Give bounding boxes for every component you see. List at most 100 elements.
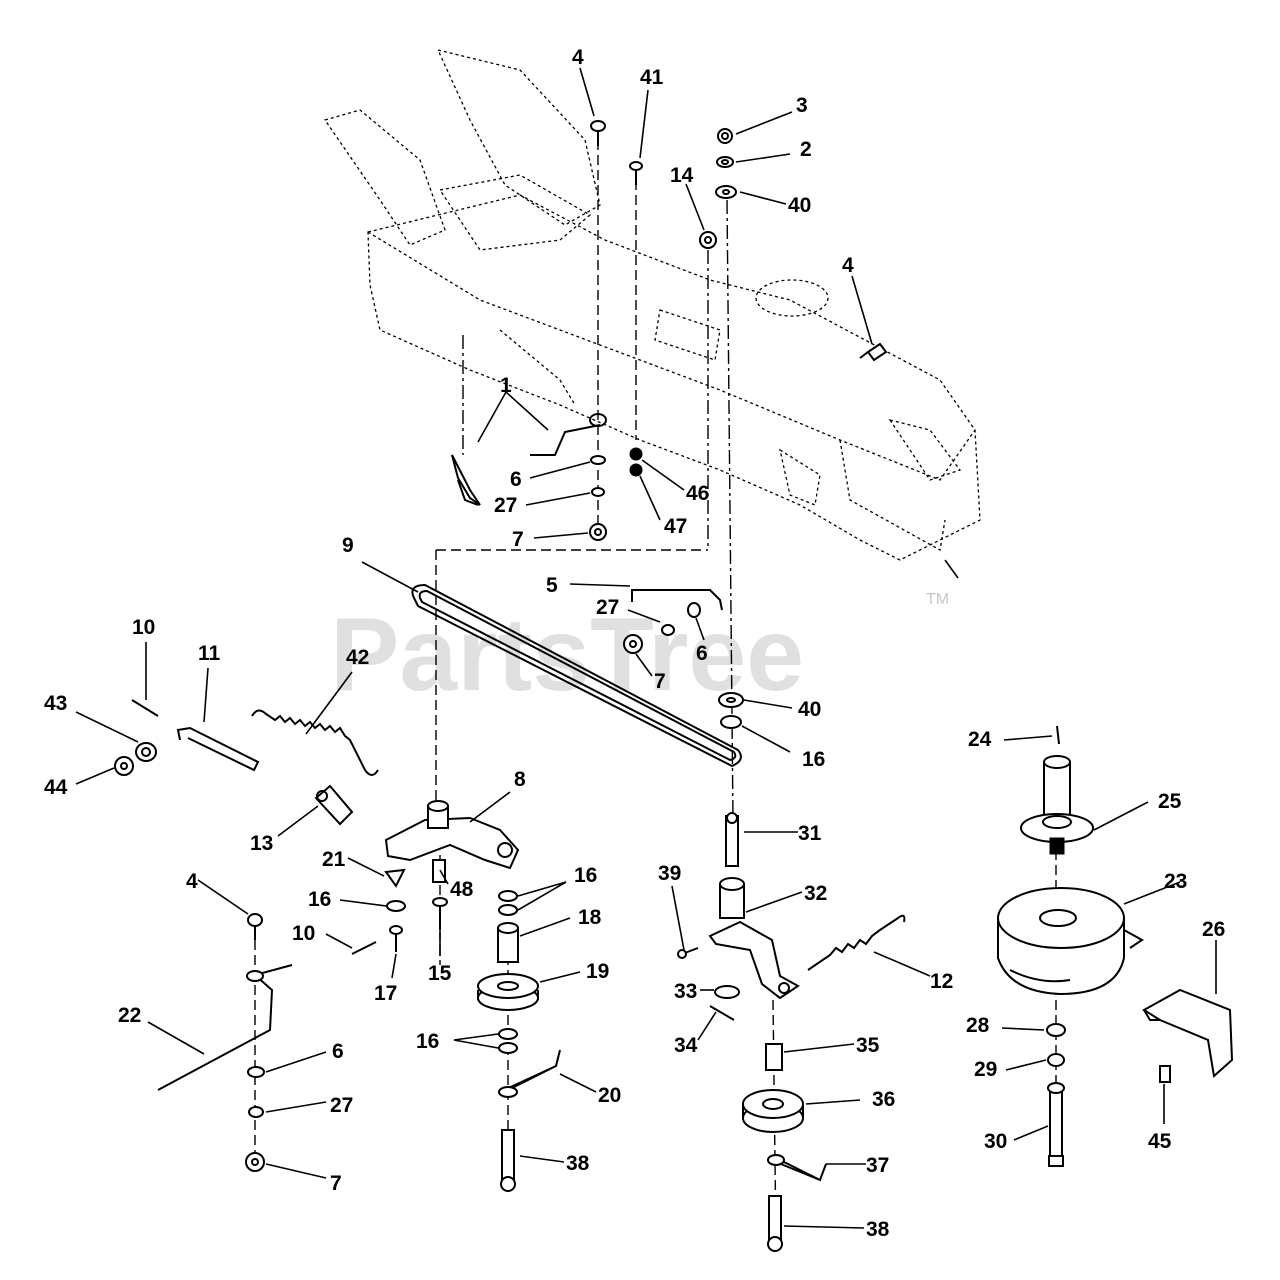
callout-23: 23 [1164, 870, 1187, 893]
part-spring-12 [807, 914, 906, 971]
callout-7-b: 7 [654, 670, 666, 693]
part-pin-10-b [351, 941, 377, 955]
part-washer-40-top [715, 185, 737, 199]
part-washers-16-right [498, 890, 518, 916]
part-bolt-4-top [590, 120, 606, 146]
callout-27-a: 27 [494, 494, 517, 517]
callout-16-mid: 16 [802, 748, 825, 771]
callout-6-c: 6 [332, 1040, 344, 1063]
callout-40-mid: 40 [798, 698, 821, 721]
callout-43: 43 [44, 692, 67, 715]
part-washer-6-c [247, 1066, 265, 1078]
callout-1: 1 [500, 374, 512, 397]
part-washer-27-a [591, 487, 605, 497]
callout-36: 36 [872, 1088, 895, 1111]
tractor-frame [323, 49, 981, 579]
callout-14: 14 [670, 164, 694, 187]
part-spacer-18 [497, 922, 519, 963]
callout-42: 42 [346, 646, 369, 669]
part-nut-21 [384, 868, 406, 888]
part-nut-7-b [623, 634, 643, 654]
leader-lines [75, 67, 1217, 1229]
part-pin-34 [709, 1005, 735, 1021]
part-washer-16-left [386, 900, 406, 912]
part-bolt-41 [629, 161, 643, 185]
callout-13: 13 [250, 832, 273, 855]
part-washer-6-a [590, 455, 606, 465]
callout-45: 45 [1148, 1130, 1172, 1153]
callout-34: 34 [674, 1034, 698, 1057]
part-key-45 [1159, 1065, 1171, 1083]
callout-41: 41 [640, 66, 664, 89]
callout-10-a: 10 [132, 616, 155, 639]
callout-20: 20 [598, 1084, 621, 1107]
callout-16-left: 16 [308, 888, 331, 911]
part-adapter-25 [1020, 755, 1094, 855]
callout-44: 44 [44, 776, 68, 799]
part-washer-27-b [661, 624, 675, 636]
callout-6-a: 6 [510, 468, 522, 491]
callout-4-top: 4 [572, 46, 584, 69]
callout-16-lower: 16 [416, 1030, 439, 1053]
callout-29: 29 [974, 1058, 997, 1081]
callout-4-right: 4 [842, 254, 854, 277]
part-clevis-13 [314, 784, 354, 826]
callout-26: 26 [1202, 918, 1225, 941]
callout-27-c: 27 [330, 1094, 353, 1117]
part-pulley-19 [477, 973, 539, 1011]
callout-9: 9 [342, 534, 354, 557]
part-rod-5 [631, 589, 723, 611]
part-spacer-48 [432, 859, 446, 883]
callout-4-left: 4 [186, 870, 198, 893]
part-washer-33 [714, 985, 740, 999]
part-nut-47 [629, 463, 643, 477]
callout-7-c: 7 [330, 1172, 342, 1195]
part-spring-42 [251, 709, 379, 776]
part-guide-37 [767, 1154, 827, 1182]
part-washer-2 [716, 156, 734, 168]
callout-2: 2 [800, 138, 812, 161]
callout-22: 22 [118, 1004, 141, 1027]
watermark-trademark: TM [926, 591, 949, 608]
callout-33: 33 [674, 980, 697, 1003]
part-screw-39 [677, 947, 699, 959]
part-rod-11 [176, 726, 260, 772]
part-bolt-31 [725, 812, 739, 867]
part-pin-10-a [131, 699, 159, 717]
part-spacer-35 [765, 1043, 783, 1071]
callout-47: 47 [664, 515, 687, 538]
callout-31: 31 [798, 822, 822, 845]
part-pin-24 [1056, 725, 1060, 745]
part-nut-7-c [245, 1152, 265, 1172]
callout-8: 8 [514, 768, 526, 791]
callout-6-b: 6 [696, 642, 708, 665]
callout-37: 37 [866, 1154, 889, 1177]
part-bolt-38-right [767, 1195, 783, 1252]
part-guide-20 [498, 1049, 561, 1098]
callout-15: 15 [428, 962, 452, 985]
callout-25: 25 [1158, 790, 1182, 813]
callout-39: 39 [658, 862, 681, 885]
callout-32: 32 [804, 882, 827, 905]
callout-labels: 4 41 3 2 40 14 4 1 6 27 7 46 47 9 5 27 6… [44, 46, 1225, 1241]
part-nut-46 [629, 447, 643, 461]
part-bracket-1 [451, 413, 608, 506]
callout-48: 48 [450, 878, 474, 901]
callout-24: 24 [968, 728, 992, 751]
part-nut-3 [717, 128, 733, 144]
part-washer-44 [114, 756, 134, 776]
callout-21: 21 [322, 848, 346, 871]
part-washers-16-lower [498, 1028, 518, 1054]
part-bolt-4-right [859, 342, 888, 362]
part-bolt-15 [432, 897, 448, 930]
callout-12: 12 [930, 970, 953, 993]
part-nut-7-a [589, 523, 607, 541]
part-washer-28 [1046, 1023, 1066, 1037]
part-washer-29 [1047, 1053, 1065, 1067]
part-bracket-26 [1142, 988, 1234, 1078]
part-rod-22 [157, 964, 293, 1091]
callout-38-left: 38 [566, 1152, 590, 1175]
callout-30: 30 [984, 1130, 1007, 1153]
part-bolt-30 [1047, 1082, 1065, 1167]
